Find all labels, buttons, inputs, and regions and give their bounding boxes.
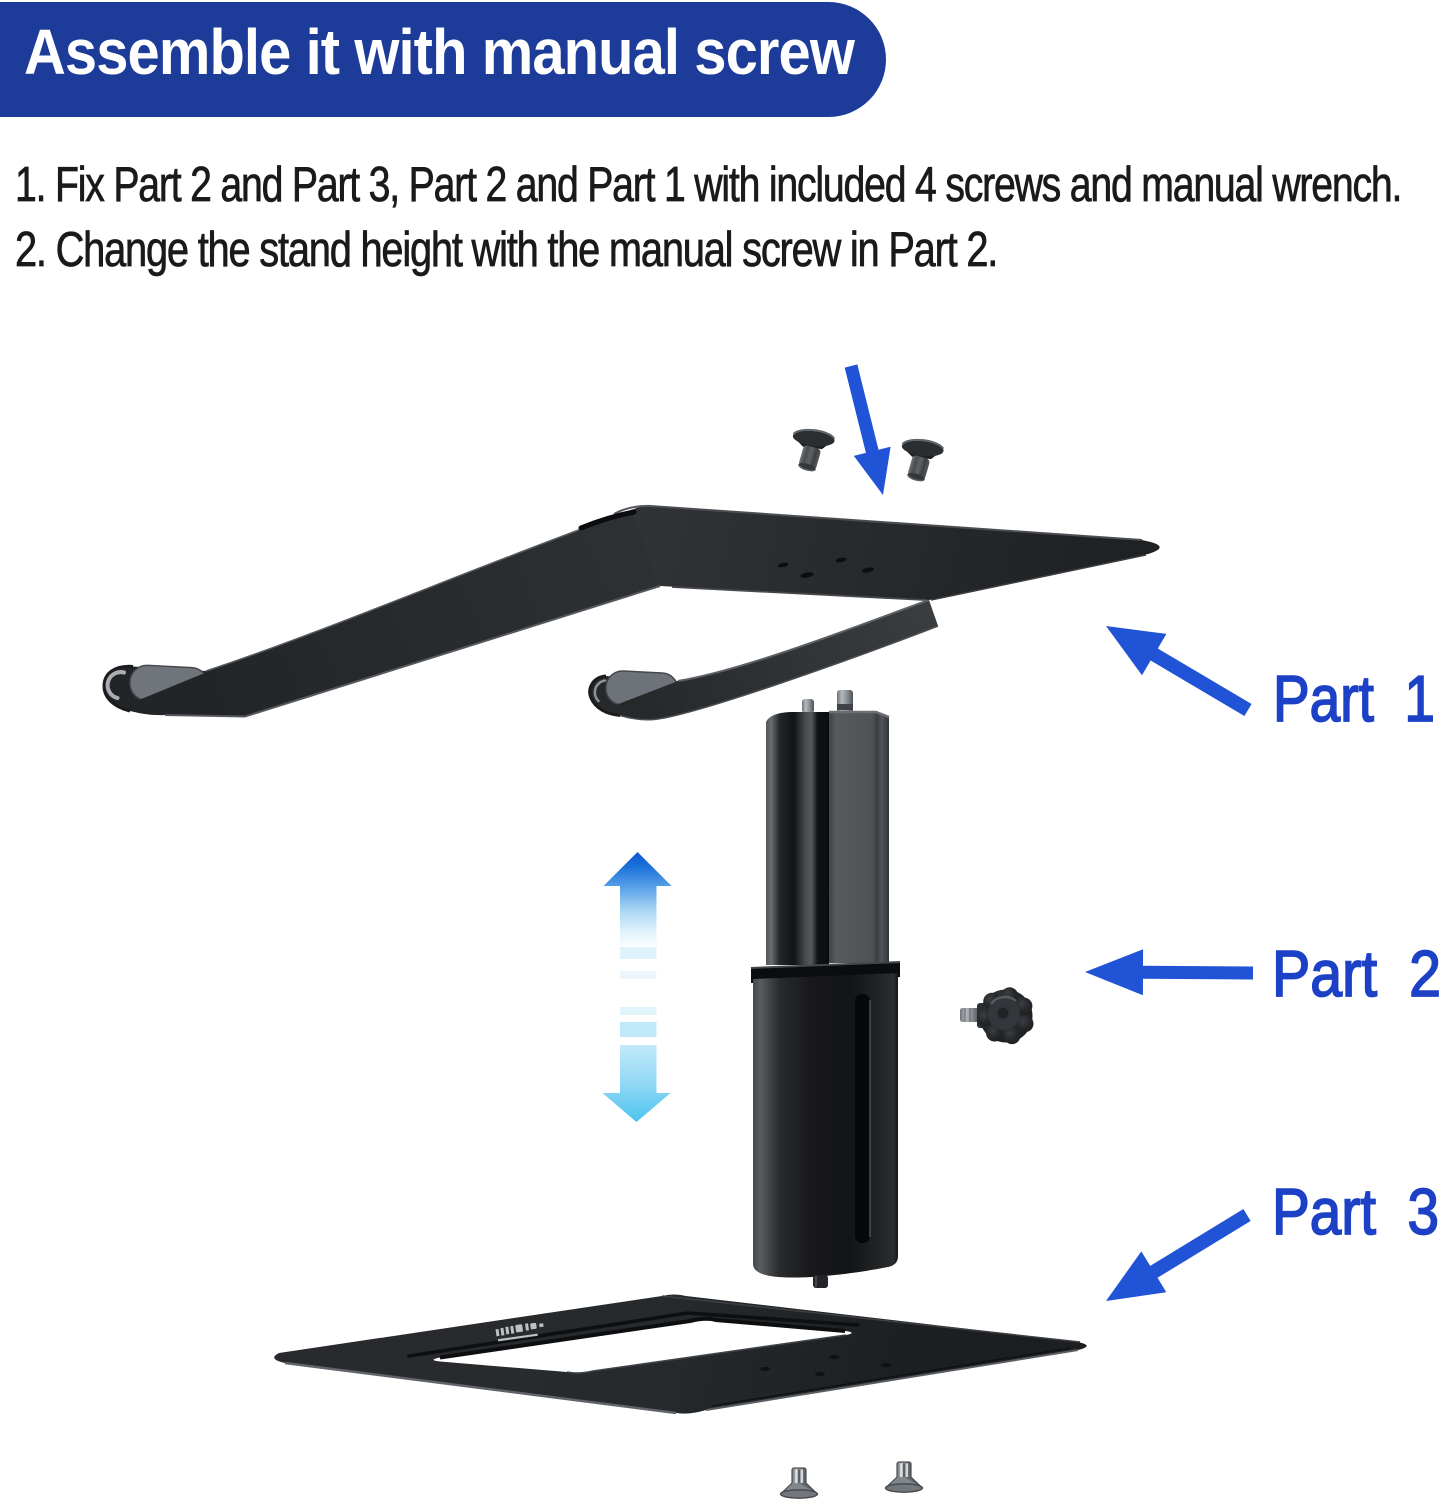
svg-text:Part 2: Part 2 — [1272, 938, 1441, 1010]
svg-text:Part 1: Part 1 — [1273, 663, 1435, 735]
svg-text:Part 3: Part 3 — [1272, 1176, 1439, 1248]
